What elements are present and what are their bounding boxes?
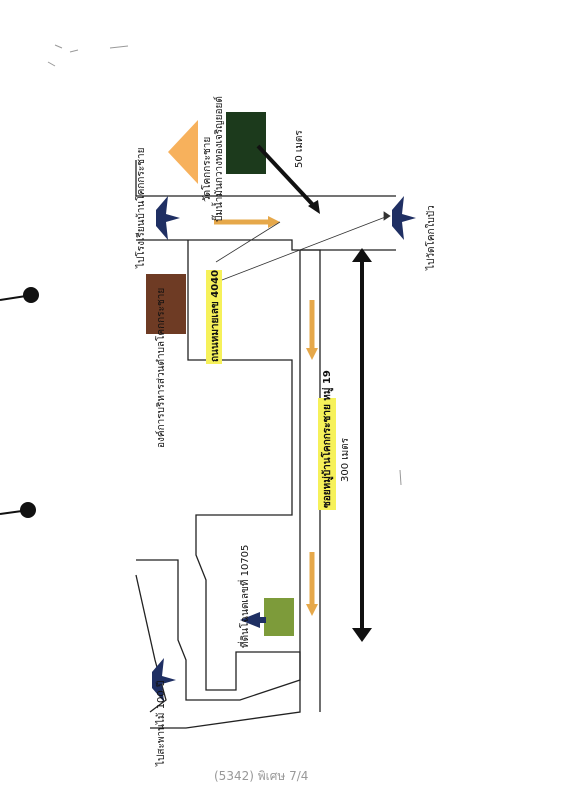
binder-hole-top-mark [0, 295, 27, 301]
scan-specks [47, 44, 402, 486]
distance-line-50 [256, 144, 320, 214]
star-to-school [156, 196, 180, 240]
road-4040-highlight [206, 270, 222, 364]
label-gas-station: ปั๊มน้ำมันกวางทองเจริญยอยต์ [211, 96, 225, 222]
distance-arrow-300 [352, 248, 372, 642]
label-distance-300: 300 เมตร [340, 437, 351, 482]
label-to-bridge: ไปสะพานไม้ 100 ปี [155, 681, 167, 767]
plot-block [264, 598, 294, 636]
soi-right-edge [150, 250, 301, 729]
binder-hole-top [23, 287, 39, 303]
label-wat: วัดโคกกระชาย [200, 137, 213, 202]
soi-outer-edge [300, 249, 321, 712]
label-plot: ที่ดินโฉนดเลขที่ 10705 [237, 545, 251, 648]
soi-left-edge [136, 240, 301, 701]
plot-pointer-arrow [240, 612, 260, 628]
handwritten-note: (5342) พิเศษ 7/4 [214, 769, 308, 783]
label-soi-19: ซอยหมู่บ้านโคกกระชาย หมู่ 19 [320, 370, 334, 508]
traffic-arrows [214, 216, 318, 616]
gas-station-block [226, 112, 266, 174]
label-distance-50: 50 เมตร [294, 130, 305, 168]
tao-office-block [146, 274, 186, 334]
label-road-4040: ถนนหมายเลข 4040 [210, 270, 221, 362]
main-road-bottom-edge [136, 239, 396, 251]
wat-triangle [168, 120, 198, 184]
soi-19-highlight [318, 398, 336, 510]
label-to-school: ไปโรงเรียนบ้านโคกกระชาย [134, 148, 147, 269]
plot-pointer-shaft [254, 617, 266, 623]
road-network [135, 160, 396, 729]
star-to-bridge [152, 658, 176, 702]
direction-markers [152, 196, 416, 702]
binder-hole-bottom [20, 502, 36, 518]
star-to-wat-bua [392, 196, 416, 240]
binder-hole-bottom-mark [0, 510, 23, 515]
label-tao-office: องค์การบริหารส่วนตำบลโคกกระชาย [154, 288, 167, 448]
pointer-lines [215, 211, 391, 281]
label-to-wat-bua: ไปวัดโคกใบบัว [424, 205, 437, 271]
